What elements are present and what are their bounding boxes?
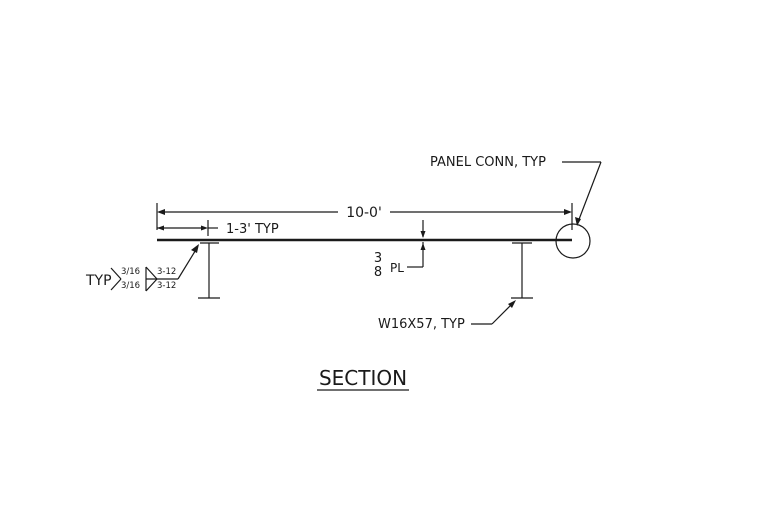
weld-bottom-size: 3/16: [121, 281, 140, 291]
beam-right: [511, 242, 533, 299]
weld-top-size: 3/16: [121, 267, 140, 277]
weld-symbol: TYP 3/16 3/16 3-12 3-12: [85, 244, 199, 292]
weld-top-length: 3-12: [157, 267, 176, 277]
dim-arrow-right: [564, 209, 572, 215]
panel-conn-arrow: [575, 217, 581, 226]
panel-conn-leader-diag: [577, 161, 602, 223]
section-title-group: SECTION: [317, 366, 409, 391]
weld-fillet-top: [145, 266, 158, 280]
spacing-dimension: 1-3' TYP: [157, 220, 279, 237]
section-title: SECTION: [319, 366, 407, 390]
spacing-arrow-right: [201, 225, 208, 231]
panel-conn-callout: PANEL CONN, TYP: [430, 155, 602, 226]
panel-conn-circle: [555, 223, 591, 259]
panel-conn-label: PANEL CONN, TYP: [430, 155, 546, 170]
plate-arrow-bottom: [420, 243, 426, 250]
plate-arrow-top: [420, 231, 426, 238]
weld-tail-top: [110, 267, 122, 280]
weld-arrow-head: [191, 244, 199, 253]
dim-arrow-left: [157, 209, 165, 215]
beam-left: [198, 242, 220, 299]
plate-numerator: 3: [374, 251, 382, 266]
spacing-arrow-left: [157, 225, 164, 231]
weld-tail-bottom: [110, 278, 122, 291]
weld-fillet-bottom: [145, 278, 158, 292]
overall-dimension: 10-0': [156, 203, 573, 230]
weld-prefix: TYP: [85, 273, 112, 289]
spacing-dim-text: 1-3' TYP: [226, 222, 279, 237]
plate-callout: 3 8 PL: [374, 220, 426, 280]
beam-leader-arrow: [508, 300, 516, 308]
plate-denominator: 8: [374, 265, 382, 280]
overall-dim-text: 10-0': [346, 205, 382, 221]
plate-suffix: PL: [390, 261, 404, 275]
beam-label: W16X57, TYP: [378, 317, 465, 332]
beam-leader-diag: [491, 302, 514, 325]
beam-callout: W16X57, TYP: [378, 300, 516, 332]
weld-arrow-leader: [177, 247, 198, 280]
weld-bottom-length: 3-12: [157, 281, 176, 291]
